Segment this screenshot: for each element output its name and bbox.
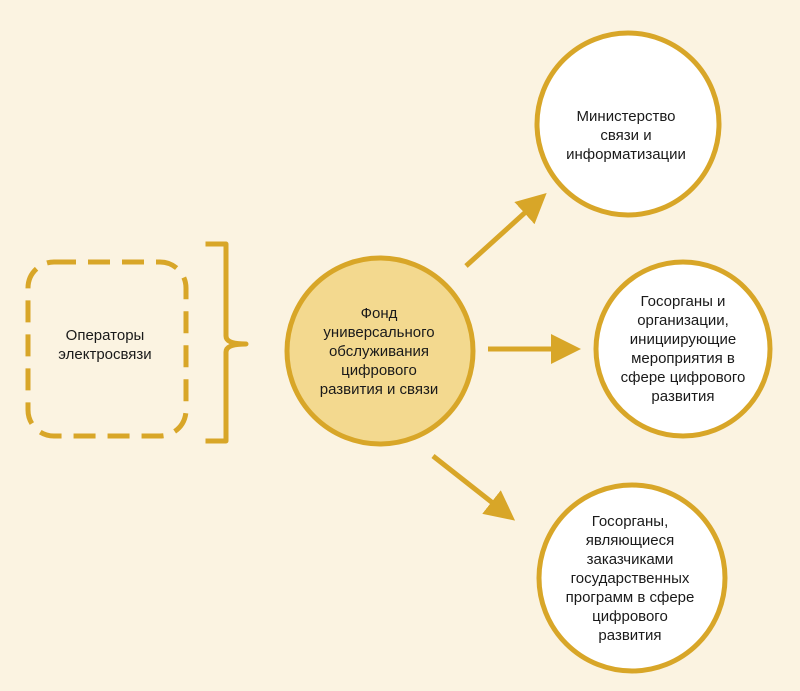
ministry-circle [534, 30, 722, 218]
agencies-circle [593, 259, 773, 439]
operators-label: Операторы электросвязи [58, 327, 152, 363]
fund-label: Фонд универсального обслуживания цифрово… [319, 304, 439, 398]
customers-circle [536, 482, 728, 674]
agencies-label: Госорганы и организации, инициирующие ме… [620, 293, 746, 405]
arrow-to-ministry [464, 192, 547, 268]
arrow-to-customers [431, 454, 516, 521]
customers-label: Госорганы, являющиеся заказчиками госуда… [565, 512, 695, 644]
operators-box [25, 259, 189, 439]
ministry-label: Министерство связи и информатизации [566, 107, 686, 163]
fund-circle [284, 255, 476, 447]
grouping-bracket [205, 241, 249, 444]
